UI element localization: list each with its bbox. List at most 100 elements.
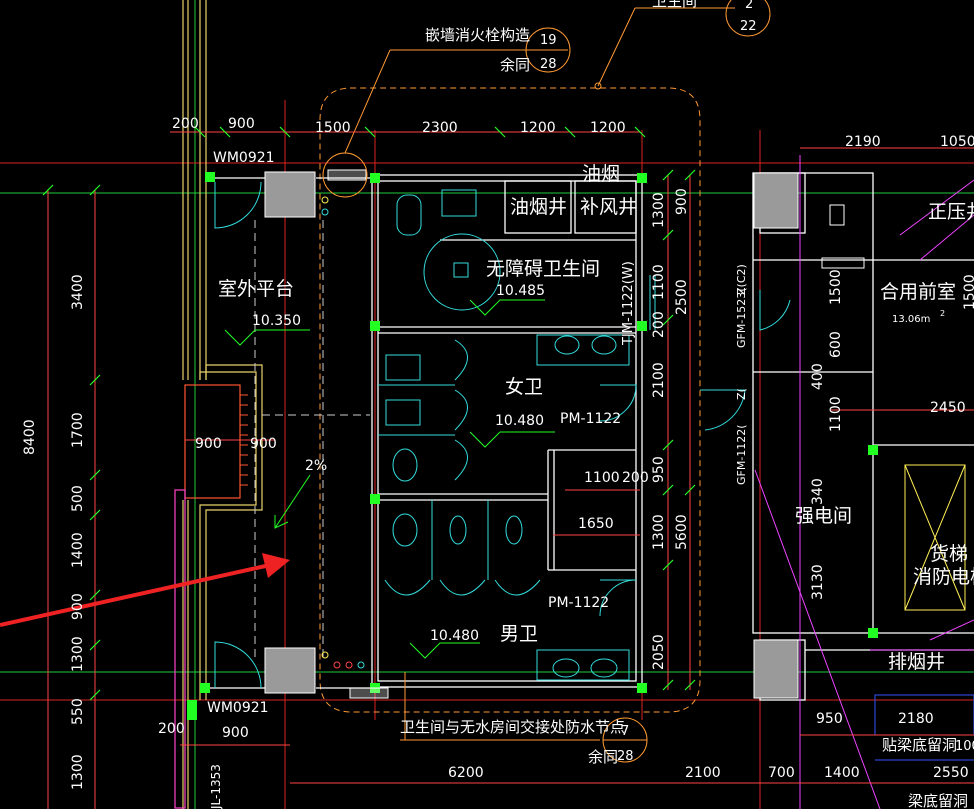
dim-bottom-6: 950 [816, 711, 843, 727]
dim-inner-2: 1100 [584, 470, 620, 486]
dim-top-3: 2300 [422, 120, 458, 136]
dim-left-7: 550 [70, 698, 86, 725]
dim-top-2: 1500 [315, 120, 351, 136]
dim-ticks [42, 126, 696, 701]
note-same-label: 余同 [500, 56, 530, 74]
dim-bottom-1: 900 [222, 725, 249, 741]
dimension-texts: 200 900 1500 2300 1200 1200 2190 1050 84… [22, 116, 974, 790]
magenta-lines [754, 155, 974, 809]
room-oil-shaft: 油烟井 [510, 196, 567, 218]
note-embed-num: 19 [540, 33, 557, 48]
note-bottom-same: 余同 [588, 748, 618, 766]
dim-inner-0: 900 [195, 436, 222, 452]
dim-right-2: 400 [810, 363, 826, 390]
dim-top-6: 2190 [845, 134, 881, 150]
dim-left-1: 3400 [70, 274, 86, 310]
dim-inner-1: 900 [250, 436, 277, 452]
door-gfm1: GFM-1523( [735, 287, 748, 348]
dim-center-6: 2050 [651, 634, 667, 670]
dim-bottom-3: 2100 [685, 765, 721, 781]
door-wm-top: WM0921 [213, 150, 275, 166]
columns [264, 171, 799, 699]
note-bottom-label: 卫生间与无水房间交接处防水节点 [400, 718, 625, 736]
dim-center-2: 200 [651, 311, 667, 338]
dim-top-7: 1050 [940, 134, 974, 150]
elev-male: 10.480 [430, 628, 479, 644]
dashed-boundary [319, 87, 701, 713]
dim-outer-2: 5600 [674, 514, 690, 550]
small-texts: 10.350 10.485 10.480 10.480 2% 13.06m 2 … [207, 150, 945, 809]
dim-top-5: 1200 [590, 120, 626, 136]
elev-outdoor: 10.350 [252, 313, 301, 329]
dim-inner-4: 1650 [578, 516, 614, 532]
note-top-num: 2 [745, 0, 753, 12]
door-gfm2: GFM-1122( [735, 424, 748, 485]
leaders [322, 0, 771, 763]
dim-top-1: 900 [228, 116, 255, 132]
room-fire-elevator-1: 货梯 [930, 543, 968, 565]
dim-bottom-4: 700 [768, 765, 795, 781]
dim-left-0: 8400 [22, 419, 38, 455]
dim-inner-3: 200 [622, 470, 649, 486]
room-texts: 室外平台 无障碍卫生间 女卫 男卫 油烟井 油烟 补风井 合用前室 强电间 货梯… [218, 163, 974, 673]
dim-left-3: 500 [70, 485, 86, 512]
dim-outer-1: 2500 [674, 279, 690, 315]
room-male-toilet: 男卫 [500, 623, 538, 645]
door-pm-female: PM-1122 [560, 411, 621, 427]
room-fire-elevator-2: 消防电梯 [913, 566, 974, 588]
note-top-partial: 卫生间 [652, 0, 697, 10]
red-arrow [0, 553, 290, 627]
facade-hatch [240, 394, 248, 486]
room-exhaust-shaft: 排烟井 [888, 651, 945, 673]
note-embed-den: 28 [540, 57, 557, 72]
dim-center-4: 950 [651, 456, 667, 483]
door-swings [214, 181, 966, 689]
dim-top-0: 200 [172, 116, 199, 132]
dim-right-3: 1100 [828, 396, 844, 432]
room-shared-lobby: 合用前室 [880, 281, 956, 303]
room-female-toilet: 女卫 [505, 376, 543, 398]
elev-accessible: 10.485 [496, 283, 545, 299]
fixtures-small [321, 169, 865, 699]
door-z2: Z( [735, 388, 748, 400]
lobby-area-sup: 2 [940, 309, 945, 318]
annotation-texts: 嵌墙消火栓构造 19 28 余同 2 22 卫生间 卫生间与无水房间交接处防水节… [400, 0, 974, 809]
door-wm-bottom: WM0921 [207, 700, 269, 716]
dim-outer-0: 900 [674, 188, 690, 215]
dim-left-9: 1300 [70, 754, 86, 790]
note-embed-label: 嵌墙消火栓构造 [425, 26, 530, 44]
walls [210, 172, 974, 701]
note-bottom-num: 7 [621, 724, 629, 739]
door-tjm: TJM-1122(W) [621, 261, 636, 346]
elevation-marks [224, 299, 555, 659]
dim-right-6: 3130 [810, 564, 826, 600]
dim-right-0: 1500 [828, 269, 844, 305]
room-accessible-toilet: 无障碍卫生间 [486, 258, 600, 280]
dim-left-2: 1700 [70, 412, 86, 448]
dim-center-1: 1100 [651, 264, 667, 300]
lobby-area: 13.06m [892, 314, 930, 325]
door-zlcz: Z(C2) [735, 264, 748, 295]
note-beam-num: 100 [955, 739, 974, 754]
room-power: 强电间 [795, 505, 852, 527]
dim-bottom-2: 6200 [448, 765, 484, 781]
elev-female: 10.480 [495, 413, 544, 429]
dim-bottom-5: 1400 [824, 765, 860, 781]
dim-center-3: 2100 [651, 362, 667, 398]
facade-lines [174, 0, 263, 809]
dim-left-6: 1300 [70, 636, 86, 672]
dim-left-8: 200 [158, 721, 185, 737]
room-outdoor-platform: 室外平台 [218, 278, 294, 300]
dim-center-0: 1300 [651, 192, 667, 228]
dim-right-1: 600 [828, 331, 844, 358]
door-jl: JL-1353 [209, 764, 223, 809]
corridor-dashed [254, 220, 370, 660]
slope-label: 2% [305, 458, 327, 474]
note-beam-label2: 梁底留洞 [908, 792, 968, 809]
room-air-supply-shaft: 补风井 [580, 196, 637, 218]
dim-center-5: 1300 [651, 514, 667, 550]
dim-right-5: 340 [810, 478, 826, 505]
dim-lines [47, 131, 974, 809]
